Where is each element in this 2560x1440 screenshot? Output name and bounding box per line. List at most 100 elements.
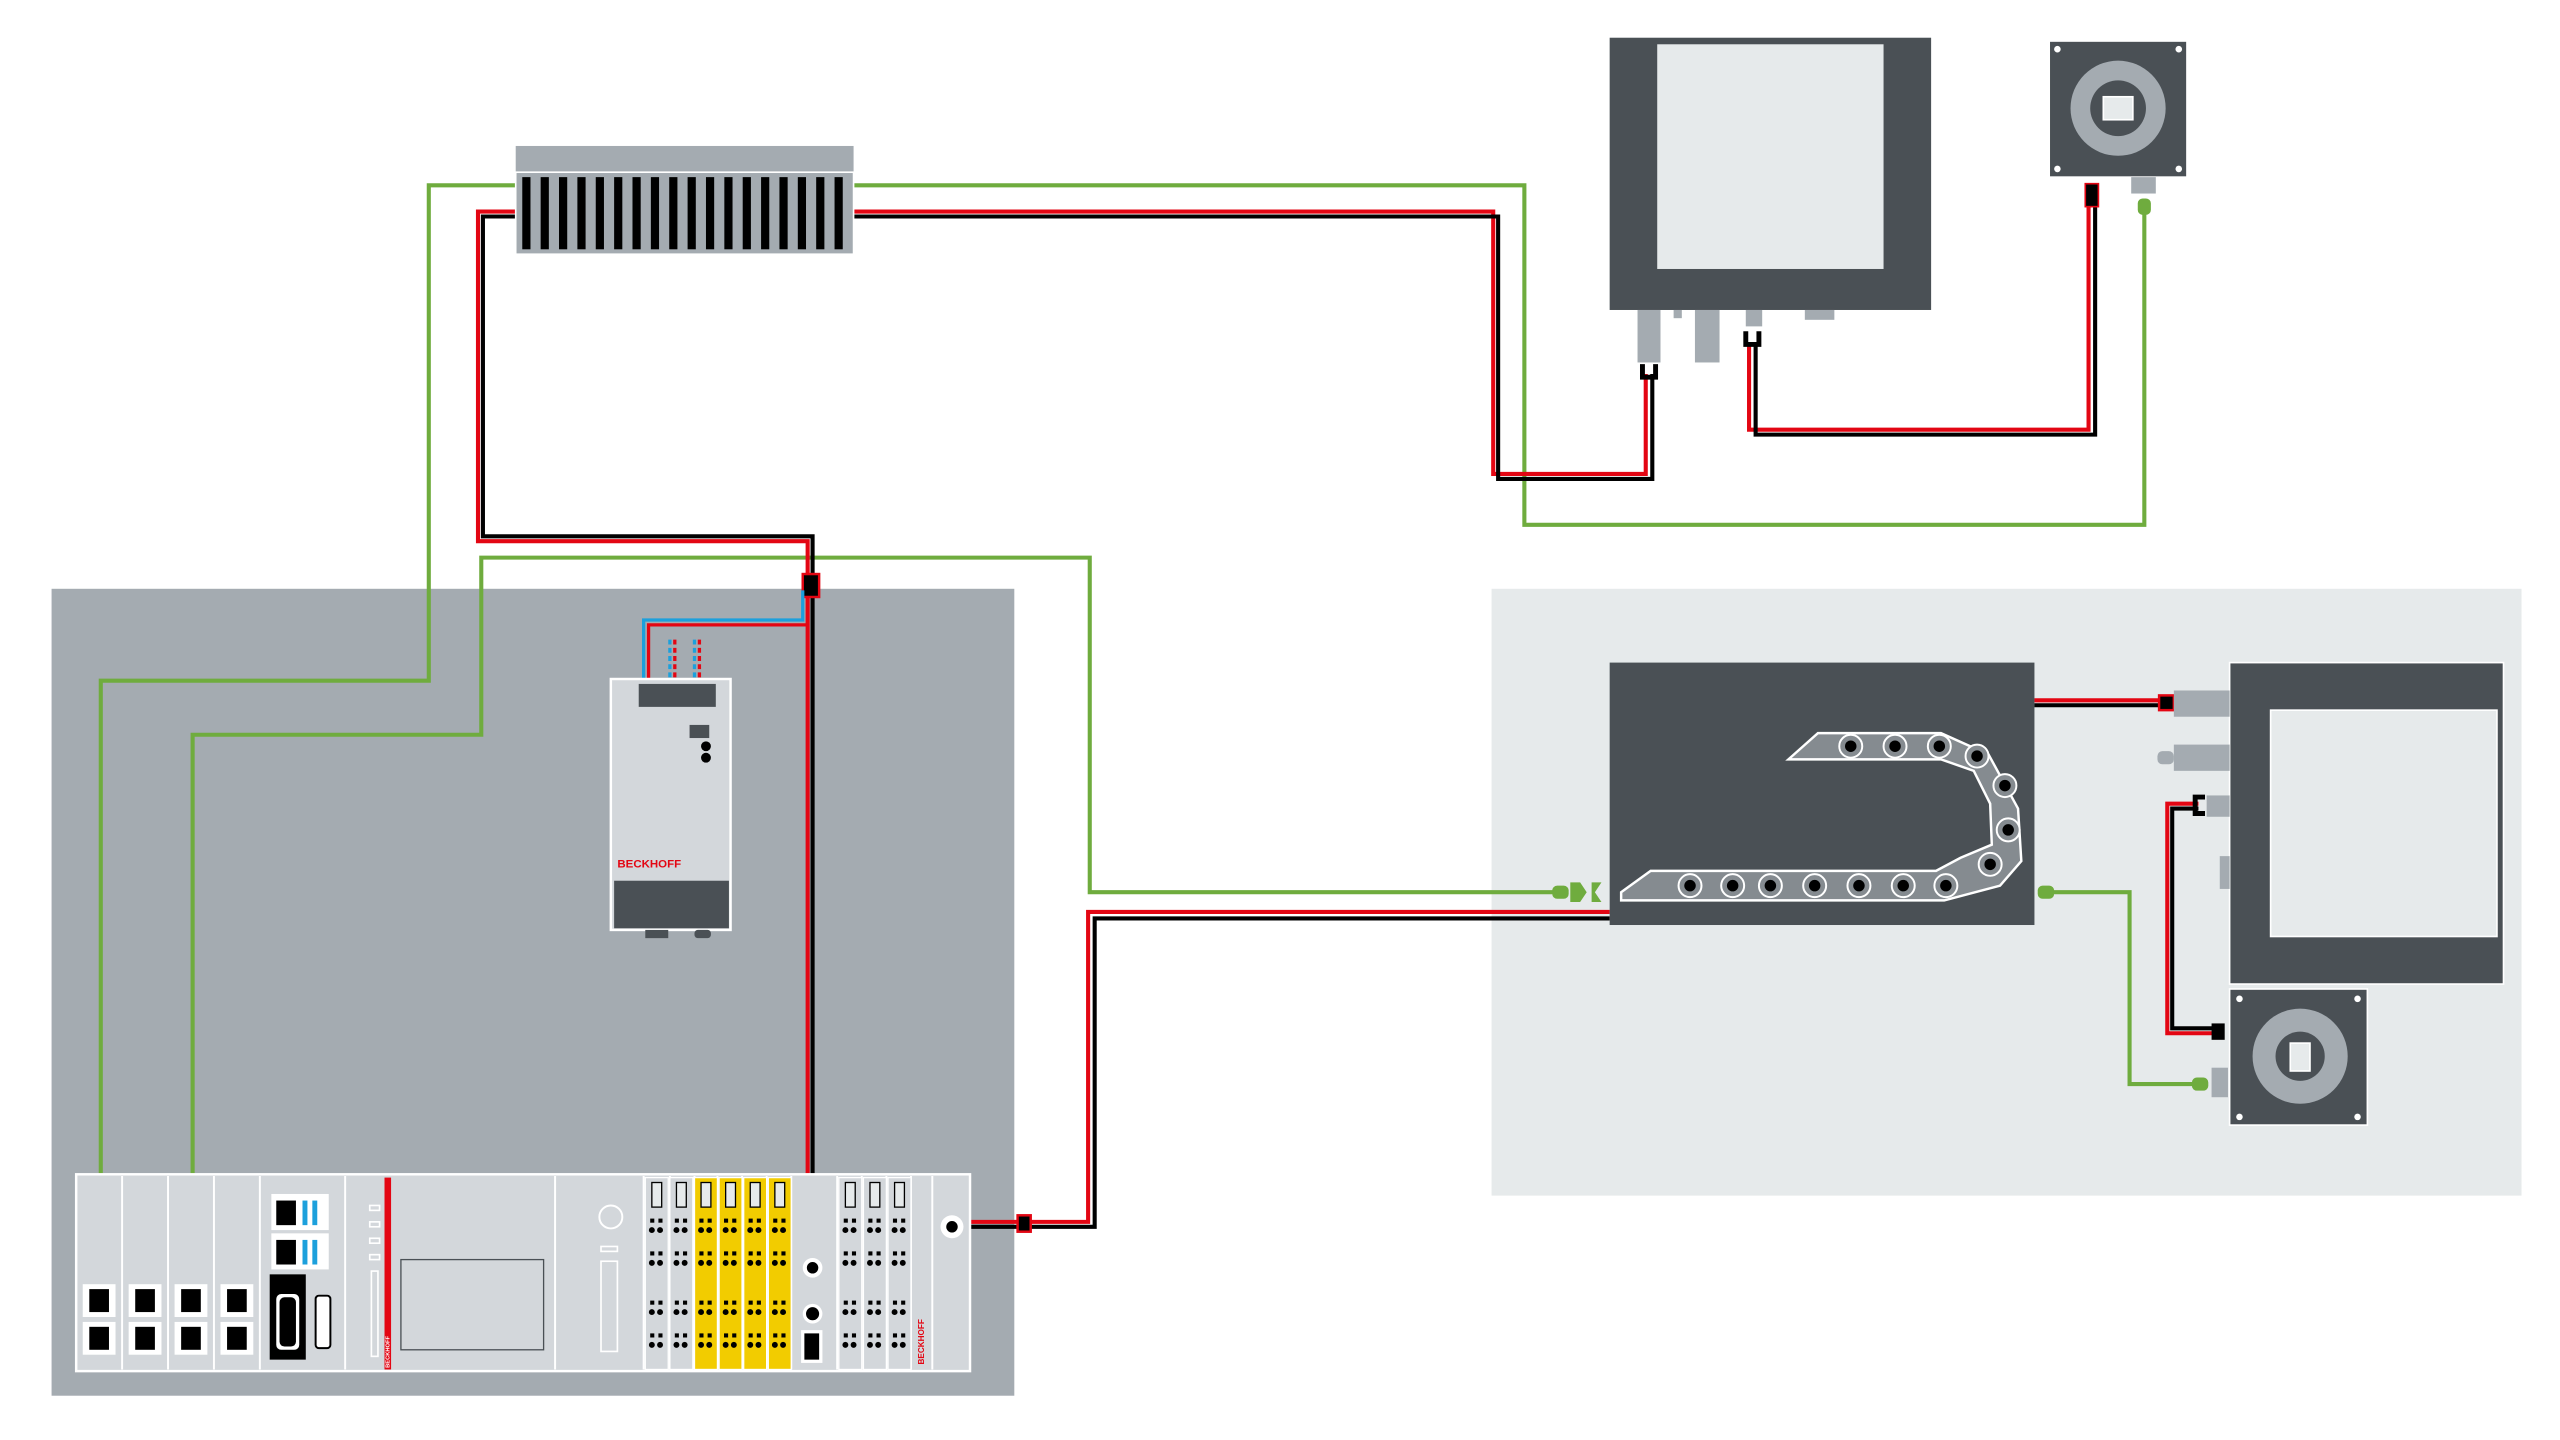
terminal-led [901,1251,906,1256]
terminal-contact [842,1227,849,1234]
fin [687,177,696,250]
terminal-contact [730,1309,737,1316]
terminal-contact [648,1259,655,1266]
terminal-led [876,1300,881,1305]
terminal-contact [780,1259,787,1266]
terminal-led [724,1251,729,1256]
terminal-contact [875,1227,882,1234]
terminal-led [674,1300,679,1305]
ethercat-cables [98,183,2202,1280]
chain-pin [1889,740,1901,752]
terminal-led [674,1251,679,1256]
rj45-socket [227,1289,247,1313]
terminal-led [748,1300,753,1305]
terminal-contact [899,1259,906,1266]
rj45-socket [135,1326,155,1350]
chain-pin [1971,750,1983,762]
terminal-led [724,1333,729,1338]
terminal-led [650,1333,655,1338]
fin [761,177,770,250]
terminal-contact [842,1309,849,1316]
terminal-led [674,1333,679,1338]
terminal-led [892,1251,898,1256]
terminal-label [700,1181,712,1208]
terminal-contact [722,1259,729,1266]
chain-pin [1999,779,2011,792]
cpu-logo: BECKHOFF [385,1335,391,1367]
machine-monitor-icon [2157,661,2505,985]
rj45-socket [89,1289,109,1313]
terminal-contact [850,1227,857,1234]
power-supply-logo: BECKHOFF [617,859,681,871]
terminal-led [843,1300,848,1305]
io-terminal-icon [693,1176,719,1371]
fin [650,177,660,250]
fin [632,177,641,250]
terminal-contact [681,1259,688,1266]
io-terminal-icon [767,1176,792,1371]
io-terminal-icon [887,1176,912,1371]
terminal-led [683,1218,688,1223]
terminal-contact [681,1227,688,1234]
terminal-led [732,1300,737,1305]
terminal-led [683,1251,688,1256]
terminal-label [724,1181,737,1208]
terminal-led [650,1218,655,1223]
terminal-led [851,1218,857,1223]
terminal-led [707,1300,712,1305]
terminal-label [675,1181,687,1208]
terminal-contact [780,1227,787,1234]
terminal-label [749,1181,761,1208]
terminal-led [658,1251,663,1256]
io-terminal-icon [718,1176,743,1371]
chain-pin [1984,858,1996,871]
terminal-contact [730,1259,737,1266]
terminal-led [674,1218,679,1223]
terminal-led [707,1218,712,1223]
ethercat-cable-dragchain [190,555,1563,1280]
terminal-led [773,1218,778,1223]
io-terminal-icon [669,1176,694,1371]
servo-motor-icon [2048,40,2188,194]
panel-monitor-icon [1609,37,1932,363]
terminal-contact [875,1259,882,1266]
terminal-led [773,1251,778,1256]
terminal-contact [875,1309,882,1316]
displayport [314,1294,332,1350]
terminal-contact [755,1341,762,1348]
terminal-contact [657,1341,663,1348]
io-terminal-icon [862,1176,888,1371]
chain-pin [2002,824,2014,836]
terminal-contact [648,1227,655,1234]
terminal-led [851,1251,857,1256]
terminal-led [699,1333,704,1338]
rj45-socket [181,1289,201,1313]
terminal-label [651,1181,663,1208]
terminal-led [707,1251,712,1256]
io-terminal-icon [644,1176,669,1371]
terminal-contact [891,1259,898,1266]
power-connectors [801,182,2225,1233]
chain-pin [1853,879,1865,892]
power-supply-icon: BECKHOFF [609,590,808,939]
fin [559,177,568,250]
fin [522,177,531,250]
terminal-led [756,1251,761,1256]
fin [595,177,604,250]
chain-pin [1808,879,1821,892]
terminal-contact [755,1309,762,1316]
usb-ports [271,1193,329,1270]
fin [779,177,788,250]
ethercat-cable-motor [2045,890,2202,1087]
terminal-contact [722,1227,729,1234]
chain-pin [1933,740,1946,752]
terminal-contact [681,1309,688,1316]
heat-exchanger-icon [514,145,855,256]
terminal-contact [867,1309,873,1316]
terminal-contact [867,1227,873,1234]
terminal-contact [673,1309,680,1316]
fin [724,177,733,250]
terminal-led [851,1333,857,1338]
terminal-contact [706,1341,713,1348]
terminal-led [724,1300,729,1305]
